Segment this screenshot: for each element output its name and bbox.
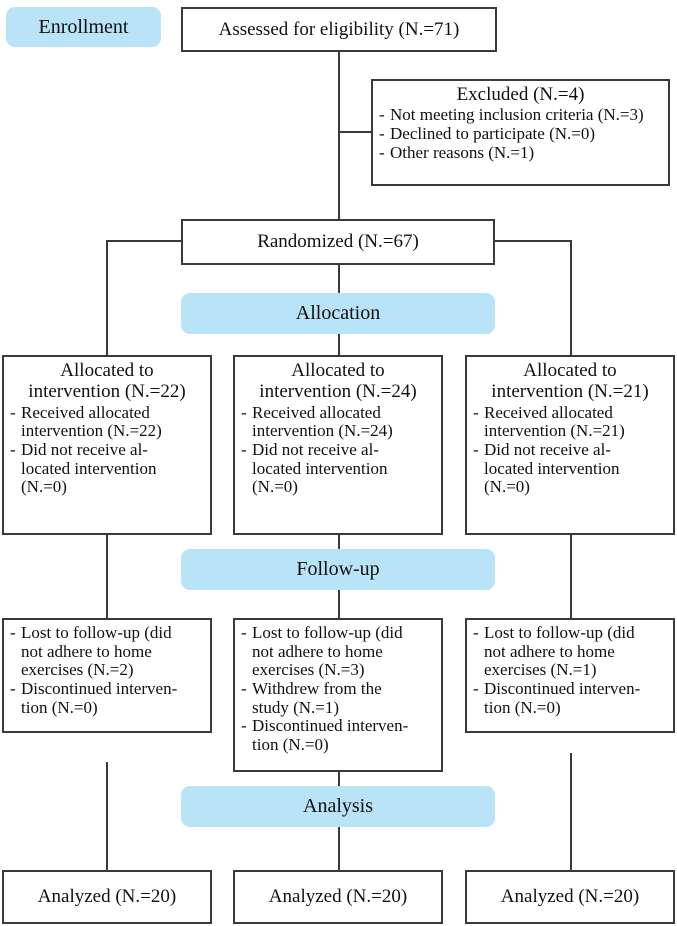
analysis-arm-label: Analyzed (N.=20) [500, 886, 640, 907]
connector-followup-to-analysis-left [106, 762, 108, 872]
allocation-arm-item: Did not receive al- located intervention… [241, 440, 435, 497]
followup-arm-item: Lost to follow-up (did not adhere to hom… [10, 623, 204, 680]
phase-label-allocation: Allocation [295, 302, 381, 324]
excluded-reason-list: Not meeting inclusion criteria (N.=3) De… [379, 106, 662, 162]
connector-randomized-right-h [493, 240, 572, 242]
allocation-arm-list: Received allocated intervention (N.=22) … [10, 403, 204, 497]
connector-randomized-left-v [106, 240, 108, 355]
allocation-arm-item: Received allocated intervention (N.=21) [473, 403, 667, 441]
phase-banner-allocation: Allocation [181, 293, 495, 334]
excluded-title: Excluded (N.=4) [456, 84, 585, 105]
box-analysis-arm-1: Analyzed (N.=20) [2, 870, 212, 924]
followup-arm-list: Lost to follow-up (did not adhere to hom… [241, 623, 435, 755]
box-analysis-arm-2: Analyzed (N.=20) [233, 870, 443, 924]
connector-followup-to-analysis-right [570, 753, 572, 872]
followup-arm-item: Lost to follow-up (did not adhere to hom… [473, 623, 667, 680]
allocation-arm-list: Received allocated intervention (N.=24) … [241, 403, 435, 497]
connector-alloc-to-followup-left [106, 535, 108, 625]
randomized-label: Randomized (N.=67) [257, 231, 419, 252]
assessed-label: Assessed for eligibility (N.=71) [218, 18, 460, 40]
analysis-arm-label: Analyzed (N.=20) [268, 886, 408, 907]
excluded-reason-item: Other reasons (N.=1) [379, 143, 662, 163]
phase-label-followup: Follow-up [296, 558, 380, 580]
box-excluded: Excluded (N.=4) Not meeting inclusion cr… [371, 79, 670, 186]
phase-banner-followup: Follow-up [181, 549, 495, 590]
excluded-reason-item: Declined to participate (N.=0) [379, 124, 662, 144]
allocation-arm-item: Received allocated intervention (N.=22) [10, 403, 204, 441]
box-allocation-arm-2: Allocated to intervention (N.=24) Receiv… [233, 355, 443, 535]
connector-randomized-left-h [106, 240, 183, 242]
box-randomized: Randomized (N.=67) [181, 219, 495, 265]
followup-arm-list: Lost to follow-up (did not adhere to hom… [10, 623, 204, 717]
allocation-arm-title: Allocated to intervention (N.=21) [491, 360, 649, 403]
connector-assessed-to-randomized [338, 51, 340, 221]
followup-arm-item: Discontinued interven- tion (N.=0) [241, 716, 435, 754]
connector-alloc-to-followup-right [570, 535, 572, 625]
box-allocation-arm-1: Allocated to intervention (N.=22) Receiv… [2, 355, 212, 535]
phase-label-analysis: Analysis [303, 795, 373, 817]
box-assessed-for-eligibility: Assessed for eligibility (N.=71) [181, 7, 497, 52]
allocation-arm-item: Did not receive al- located intervention… [473, 440, 667, 497]
box-followup-arm-1: Lost to follow-up (did not adhere to hom… [2, 618, 212, 733]
followup-arm-item: Discontinued interven- tion (N.=0) [473, 679, 667, 717]
analysis-arm-label: Analyzed (N.=20) [37, 886, 177, 907]
connector-randomized-right-v [570, 240, 572, 355]
excluded-reason-item: Not meeting inclusion criteria (N.=3) [379, 106, 662, 125]
allocation-arm-item: Did not receive al- located intervention… [10, 440, 204, 497]
allocation-arm-title: Allocated to intervention (N.=24) [259, 360, 417, 403]
followup-arm-item: Lost to follow-up (did not adhere to hom… [241, 623, 435, 680]
phase-label-enrollment: Enrollment [38, 15, 129, 38]
box-followup-arm-2: Lost to follow-up (did not adhere to hom… [233, 618, 443, 772]
followup-arm-item: Withdrew from the study (N.=1) [241, 679, 435, 717]
box-followup-arm-3: Lost to follow-up (did not adhere to hom… [465, 618, 675, 733]
phase-banner-enrollment: Enrollment [6, 7, 161, 47]
box-allocation-arm-3: Allocated to intervention (N.=21) Receiv… [465, 355, 675, 535]
followup-arm-list: Lost to follow-up (did not adhere to hom… [473, 623, 667, 717]
box-analysis-arm-3: Analyzed (N.=20) [465, 870, 675, 924]
allocation-arm-list: Received allocated intervention (N.=21) … [473, 403, 667, 497]
allocation-arm-title: Allocated to intervention (N.=22) [28, 360, 186, 403]
phase-banner-analysis: Analysis [181, 786, 495, 827]
connector-to-excluded [338, 131, 373, 133]
allocation-arm-item: Received allocated intervention (N.=24) [241, 403, 435, 441]
followup-arm-item: Discontinued interven- tion (N.=0) [10, 679, 204, 717]
